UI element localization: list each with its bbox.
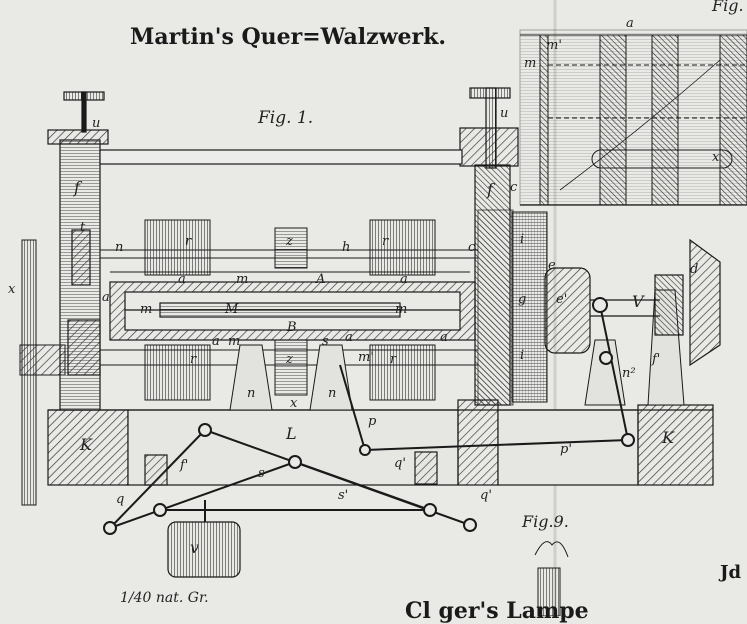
label-i-bot: i	[520, 348, 525, 363]
label-K-left: K	[80, 435, 92, 454]
top-tie-bar	[99, 149, 463, 165]
label-r-low1: r	[190, 352, 197, 367]
label-n-left: n	[115, 240, 124, 255]
label-s-prime: s'	[338, 488, 349, 503]
fig-detail-top-right	[519, 29, 747, 206]
label-x-left: x	[8, 282, 16, 297]
label-m-prime: m'	[358, 350, 374, 365]
label-u-left: u	[92, 116, 101, 131]
scale-note: 1/40 nat. Gr.	[120, 590, 209, 606]
label-f-prime: f'	[652, 352, 661, 367]
label-B: B	[287, 320, 297, 335]
label-c-top: c	[510, 180, 518, 195]
base-frame	[47, 399, 714, 486]
lower-rollers	[100, 339, 478, 401]
label-t: t	[80, 220, 86, 235]
partial-right-text: Jd	[720, 562, 742, 583]
label-a-low1: a	[212, 334, 220, 349]
label-a-left: a	[102, 290, 110, 305]
label-c-mid: c	[468, 240, 476, 255]
label-s: s	[258, 466, 265, 481]
label-e-gear: e	[548, 258, 556, 273]
label-m2: m	[395, 302, 408, 317]
label-i-top: i	[520, 232, 525, 247]
label-d: d	[690, 262, 699, 277]
label-L: L	[286, 424, 297, 443]
label-A: A	[316, 272, 326, 287]
label-fig-top-m-prime: m'	[546, 38, 562, 53]
label-K-right: K	[662, 428, 674, 447]
label-x-low: x	[290, 396, 298, 411]
label-e-prime: e'	[556, 292, 568, 307]
clutch	[544, 238, 721, 367]
counterweight	[144, 451, 438, 578]
linkage	[103, 297, 635, 535]
plate-title: Martin's Quer=Walzwerk.	[130, 24, 447, 50]
label-q-prime-top: q'	[394, 456, 406, 471]
middle-housing	[109, 281, 476, 341]
label-r-low2: r	[390, 352, 397, 367]
label-p-prime: p'	[560, 442, 572, 457]
label-p: p	[368, 414, 377, 429]
label-u-right: u	[500, 106, 509, 121]
fig1-caption: Fig. 1.	[258, 108, 314, 128]
label-a1: a	[178, 272, 186, 287]
label-m1: m	[236, 272, 249, 287]
label-a-low2: a	[345, 330, 353, 345]
left-flywheel	[19, 239, 66, 506]
label-s-small: s	[322, 334, 329, 349]
left-column	[47, 91, 109, 411]
label-r1: r	[185, 234, 192, 249]
label-a-low3: a	[440, 330, 448, 345]
label-n-low2: n	[328, 386, 337, 401]
partial-bottom-text: Cl ger's Lampe	[405, 598, 589, 624]
label-fig-top-a: a	[626, 16, 634, 31]
label-m-left: m	[140, 302, 153, 317]
upper-rollers	[100, 219, 478, 276]
label-r2: r	[382, 234, 389, 249]
label-q-prime-right: q'	[480, 488, 492, 503]
label-fig-top-x: x	[712, 150, 720, 165]
fig-corner-caption: Fig.	[712, 0, 744, 15]
label-z-low: z	[286, 352, 293, 367]
label-v: v	[190, 538, 200, 557]
label-fig-top-m: m	[524, 56, 537, 71]
label-f-right: f	[487, 180, 493, 199]
label-n2: n²	[622, 366, 636, 381]
label-M: M	[225, 302, 239, 317]
gear-stack	[477, 209, 548, 406]
label-q: q	[116, 492, 125, 507]
label-V: V	[632, 292, 644, 311]
label-f-left: f	[74, 178, 80, 197]
fig9-caption: Fig.9.	[522, 512, 569, 531]
label-g: g	[518, 292, 527, 307]
label-n-low: n	[247, 386, 256, 401]
label-z1: z	[286, 234, 293, 249]
label-m-low: m	[228, 334, 241, 349]
label-f2: f'	[180, 458, 189, 473]
label-h: h	[342, 240, 351, 255]
label-a2: a	[400, 272, 408, 287]
